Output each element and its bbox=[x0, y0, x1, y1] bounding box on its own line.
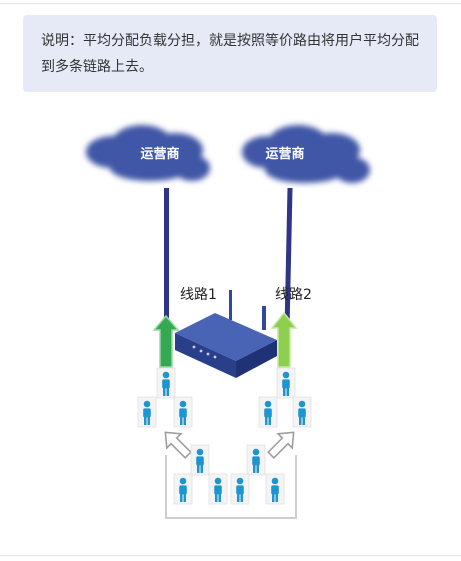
link-1-cable bbox=[164, 188, 169, 330]
split-arrow-right bbox=[267, 431, 295, 459]
user-icon bbox=[190, 444, 210, 476]
user-icon bbox=[292, 396, 312, 428]
user-group-bracket bbox=[165, 455, 297, 519]
isp-left-label: 运营商 bbox=[140, 146, 179, 162]
user-icon bbox=[276, 367, 296, 399]
note-text: 说明：平均分配负载分担，就是按照等价路由将用户平均分配到多条链路上去。 bbox=[41, 33, 419, 75]
user-icon bbox=[173, 473, 193, 505]
link-2-cable bbox=[284, 187, 293, 331]
link-2-up-arrow bbox=[270, 311, 298, 368]
split-arrow-left bbox=[164, 431, 192, 459]
isp-cloud-left: 运营商 bbox=[86, 125, 210, 181]
isp-right-label: 运营商 bbox=[265, 146, 304, 162]
user-icon bbox=[246, 444, 266, 476]
user-icon bbox=[173, 396, 193, 428]
link-1-label: 线路1 bbox=[180, 287, 217, 303]
link-1-up-arrow bbox=[152, 314, 180, 368]
note-box: 说明：平均分配负载分担，就是按照等价路由将用户平均分配到多条链路上去。 bbox=[23, 15, 437, 92]
user-icon bbox=[258, 396, 278, 428]
isp-cloud-right: 运营商 bbox=[242, 125, 370, 183]
router-icon bbox=[175, 290, 277, 378]
user-icon bbox=[156, 367, 176, 399]
user-icon bbox=[265, 473, 285, 505]
top-divider bbox=[0, 3, 461, 4]
link-2-label: 线路2 bbox=[275, 287, 312, 303]
user-icon bbox=[137, 396, 157, 428]
bottom-divider bbox=[0, 555, 461, 556]
user-icon bbox=[230, 473, 250, 505]
user-icon bbox=[208, 473, 228, 505]
